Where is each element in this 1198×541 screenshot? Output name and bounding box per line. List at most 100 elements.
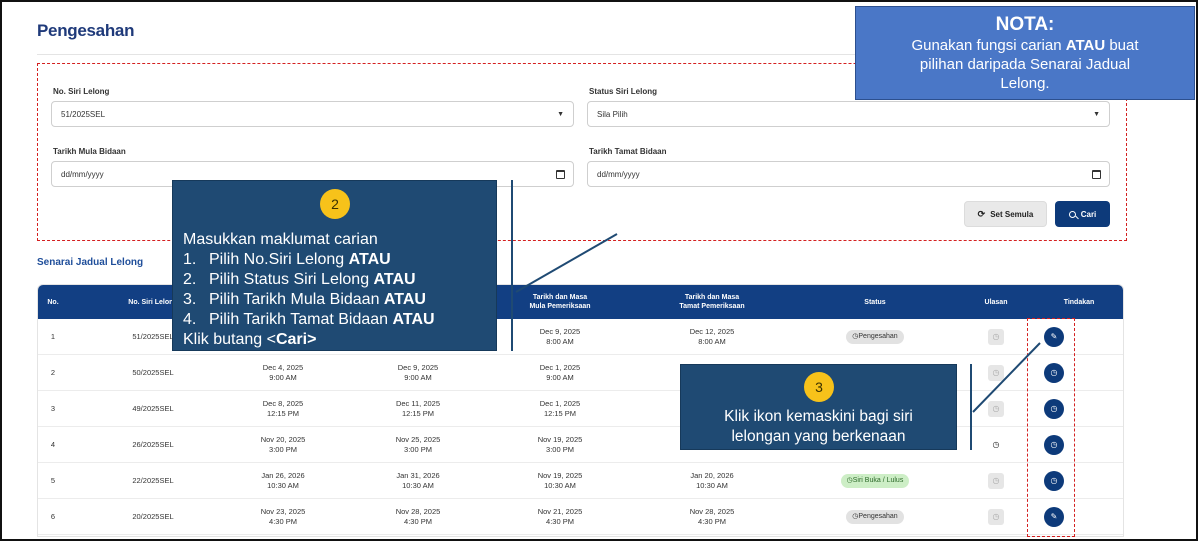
table-cell-no: 3 — [50, 404, 56, 413]
calendar-icon[interactable] — [556, 170, 565, 179]
view-icon[interactable]: ◷ — [1044, 435, 1064, 455]
step-number-badge: 3 — [804, 372, 834, 402]
step-item-number: 3. — [183, 291, 197, 308]
column-header: No. Siri Lelong — [128, 298, 178, 306]
clock-icon: ◷ — [846, 477, 853, 484]
view-icon[interactable]: ◷ — [1044, 471, 1064, 491]
table-cell-siri: 20/2025SEL — [132, 512, 174, 521]
table-cell-siri: 22/2025SEL — [132, 476, 174, 485]
table-cell-tindakan: ◷ — [1041, 391, 1067, 427]
divider — [37, 54, 857, 55]
table-cell-tamat-bidaan: Dec 11, 2025 12:15 PM — [395, 399, 441, 418]
table-cell-tamat-bidaan: Nov 25, 2025 3:00 PM — [395, 435, 441, 454]
status-label: Status Siri Lelong — [589, 87, 658, 96]
note-line: Lelong. — [1000, 75, 1050, 92]
table-cell-ulasan: ◷ — [968, 427, 1024, 463]
table-cell-tindakan: ✎ — [1041, 499, 1067, 535]
view-icon[interactable]: ◷ — [1044, 399, 1064, 419]
note-line: Gunakan fungsi carian ATAU buat — [856, 37, 1194, 55]
table-cell-status: ◷Siri Buka / Lulus — [825, 463, 925, 499]
callout-line: Klik ikon kemaskini bagi siri — [724, 408, 913, 425]
table-cell-mula-periksa: Dec 1, 2025 9:00 AM — [539, 363, 581, 382]
table-cell-mula-bidaan: Dec 4, 2025 9:00 AM — [262, 363, 304, 382]
page-title: Pengesahan — [37, 21, 135, 40]
step-item-number: 2. — [183, 271, 197, 288]
column-header: Tarikh dan Masa Tamat Pemeriksaan — [679, 294, 745, 310]
table-cell-tindakan: ◷ — [1041, 463, 1067, 499]
mula-bidaan-placeholder: dd/mm/yyyy — [61, 170, 104, 179]
step-item-text: Pilih Tarikh Mula Bidaan — [209, 291, 384, 308]
section-title: Senarai Jadual Lelong — [37, 257, 144, 268]
tamat-bidaan-placeholder: dd/mm/yyyy — [597, 170, 640, 179]
status-select[interactable]: Sila Pilih ▼ — [587, 101, 1110, 127]
search-icon — [1068, 210, 1076, 218]
table-cell-ulasan: ◷ — [968, 499, 1024, 535]
table-cell-tindakan: ◷ — [1041, 427, 1067, 463]
siri-select-value: 51/2025SEL — [61, 110, 106, 119]
comment-icon: ◷ — [988, 401, 1004, 417]
table-cell-mula-bidaan: Nov 23, 2025 4:30 PM — [260, 507, 306, 526]
table-cell-ulasan: ◷ — [968, 391, 1024, 427]
table-cell-no: 1 — [50, 332, 56, 341]
status-badge: ◷Pengesahan — [846, 330, 904, 344]
status-badge-label: Pengesahan — [858, 333, 898, 340]
status-select-value: Sila Pilih — [597, 110, 628, 119]
table-cell-mula-periksa: Dec 1, 2025 12:15 PM — [539, 399, 581, 418]
action-column-highlight — [1027, 318, 1075, 537]
reset-button[interactable]: ⟳ Set Semula — [964, 201, 1047, 227]
table-cell-tindakan: ◷ — [1041, 355, 1067, 391]
note-box: NOTA: Gunakan fungsi carian ATAU buat pi… — [855, 6, 1195, 100]
step-item-bold: ATAU — [392, 311, 435, 328]
table-cell-siri: 51/2025SEL — [132, 332, 174, 341]
table-cell-tamat-periksa: Dec 12, 2025 8:00 AM — [689, 327, 735, 346]
table-cell-tindakan: ✎ — [1041, 319, 1067, 355]
column-header: Status — [864, 298, 886, 306]
callout-closing: Klik butang <Cari> — [183, 330, 486, 350]
step-number-badge: 2 — [320, 189, 350, 219]
note-text: buat — [1105, 37, 1139, 54]
siri-select[interactable]: 51/2025SEL ▼ — [51, 101, 574, 127]
comment-icon: ◷ — [988, 329, 1004, 345]
status-badge-label: Pengesahan — [858, 513, 898, 520]
step-item-bold: ATAU — [383, 291, 426, 308]
tamat-bidaan-date-input[interactable]: dd/mm/yyyy — [587, 161, 1110, 187]
callout-step-3: 3 Klik ikon kemaskini bagi siri lelongan… — [680, 364, 957, 450]
edit-icon[interactable]: ✎ — [1044, 507, 1064, 527]
clock-icon: ◷ — [852, 333, 859, 340]
callout-step-item: 2.Pilih Status Siri Lelong ATAU — [183, 270, 486, 290]
status-badge: ◷Siri Buka / Lulus — [840, 474, 910, 488]
comment-icon: ◷ — [988, 473, 1004, 489]
step-item-text: Pilih No.Siri Lelong — [209, 251, 349, 268]
edit-icon[interactable]: ✎ — [1044, 327, 1064, 347]
table-cell-tamat-bidaan: Dec 9, 2025 9:00 AM — [397, 363, 439, 382]
table-cell-mula-bidaan: Dec 8, 2025 12:15 PM — [262, 399, 304, 418]
mula-bidaan-label: Tarikh Mula Bidaan — [53, 147, 126, 156]
closing-text: Klik butang < — [183, 331, 276, 348]
view-icon[interactable]: ◷ — [1044, 363, 1064, 383]
column-header: Ulasan — [984, 298, 1008, 306]
search-button[interactable]: Cari — [1055, 201, 1110, 227]
status-badge: ◷Pengesahan — [846, 510, 904, 524]
callout-line: lelongan yang berkenaan — [731, 428, 906, 445]
closing-bold-text: Cari> — [275, 331, 317, 348]
step-item-number: 1. — [183, 251, 197, 268]
refresh-icon: ⟳ — [977, 208, 986, 219]
table-cell-mula-periksa: Nov 19, 2025 3:00 PM — [537, 435, 583, 454]
comment-icon[interactable]: ◷ — [988, 437, 1004, 453]
note-line: pilihan daripada Senarai Jadual — [919, 56, 1131, 73]
callout-step-item: 3. Pilih Tarikh Mula Bidaan ATAU — [183, 290, 486, 310]
table-cell-tamat-periksa: Jan 20, 2026 10:30 AM — [690, 471, 734, 490]
note-text: Gunakan fungsi carian — [911, 37, 1066, 54]
table-cell-no: 6 — [50, 512, 56, 521]
table-cell-no: 2 — [50, 368, 56, 377]
table-cell-ulasan: ◷ — [968, 355, 1024, 391]
calendar-icon[interactable] — [1092, 170, 1101, 179]
tamat-bidaan-label: Tarikh Tamat Bidaan — [589, 147, 667, 156]
siri-label: No. Siri Lelong — [53, 87, 110, 96]
table-cell-mula-bidaan: Jan 26, 2026 10:30 AM — [261, 471, 305, 490]
step-item-bold: ATAU — [348, 251, 391, 268]
